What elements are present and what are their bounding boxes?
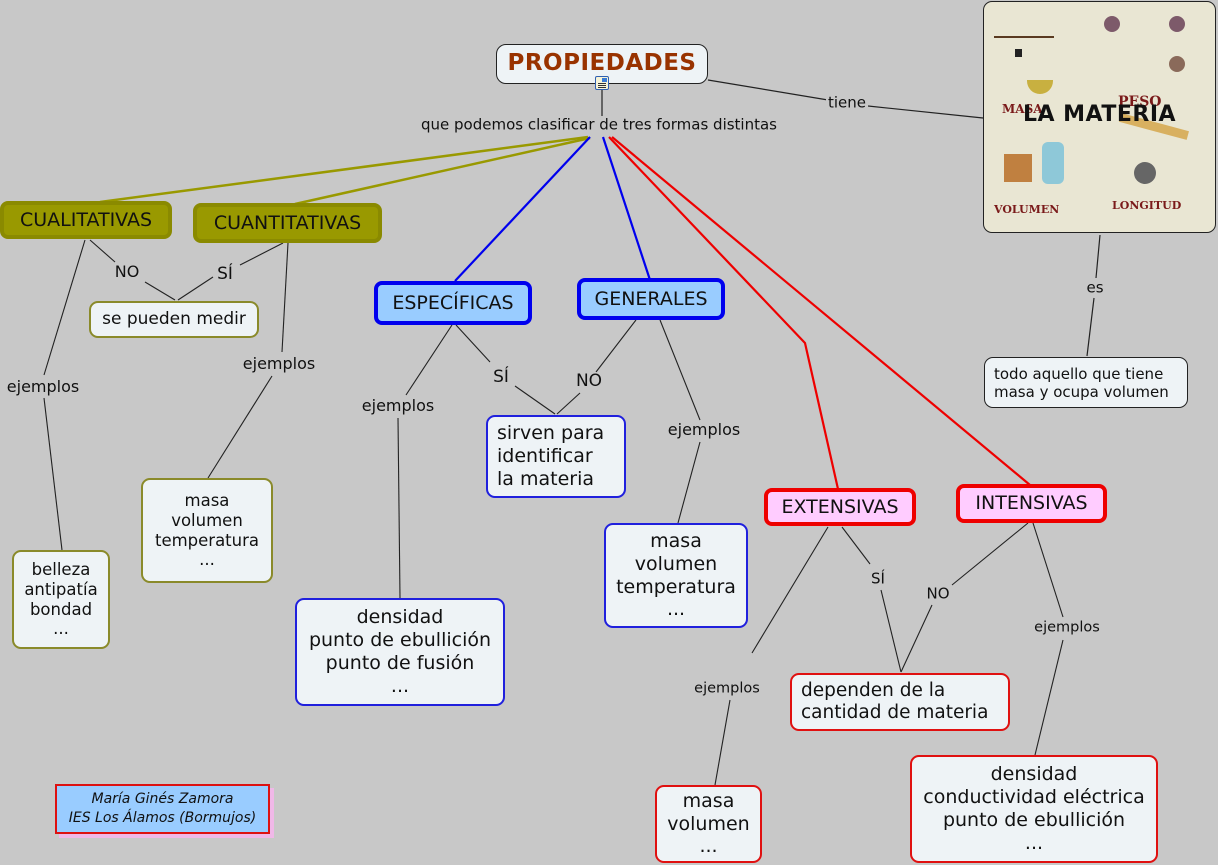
pulley-left (1104, 16, 1120, 32)
link-label-ejemplos: ejemplos (359, 395, 437, 416)
link-materia-to-es (1095, 234, 1101, 279)
examples-extensivas[interactable]: masa volumen ... (655, 785, 762, 863)
link-label-si: SÍ (869, 569, 887, 588)
link-phrase-to-especificas (454, 136, 591, 282)
materia-title: LA MATERIA (1022, 102, 1177, 127)
examples-cuantitativas[interactable]: masa volumen temperatura ... (141, 478, 273, 583)
pulley-lower (1169, 56, 1185, 72)
link-phrase-to-intensivas (611, 136, 1031, 486)
concept-dependen-cantidad[interactable]: dependen de la cantidad de materia (790, 673, 1010, 731)
examples-cualitativas[interactable]: belleza antipatía bondad ... (12, 550, 110, 649)
image-word-masa: MASA (1002, 102, 1043, 116)
concept-especificas[interactable]: ESPECÍFICAS (374, 281, 532, 325)
concept-definicion-materia[interactable]: todo aquello que tiene masa y ocupa volu… (984, 357, 1188, 408)
link-label-no: NO (924, 584, 952, 603)
cube-illustration (1004, 154, 1032, 182)
link-phrase-to-extensivas (608, 136, 840, 490)
balance-pan (1027, 80, 1053, 94)
image-word-longitud: LONGITUD (1112, 199, 1182, 212)
link-label-ejemplos: ejemplos (665, 419, 743, 440)
examples-generales[interactable]: masa volumen temperatura ... (604, 523, 748, 628)
link-label-si: SÍ (491, 367, 511, 388)
image-word-volumen: VOLUMEN (994, 203, 1060, 216)
concept-intensivas[interactable]: INTENSIVAS (956, 484, 1107, 523)
link-phrase-to-cuantitativas (294, 136, 591, 206)
link-phrase-to-generales (601, 136, 652, 281)
link-label-tiene: tiene (825, 93, 869, 112)
examples-especificas[interactable]: densidad punto de ebullición punto de fu… (295, 598, 505, 706)
link-label-no: NO (112, 261, 142, 282)
concept-sirven-para-identificar[interactable]: sirven para identificar la materia (486, 415, 626, 498)
link-tiene-to-materia (867, 105, 984, 119)
author-credit: María Ginés Zamora IES Los Álamos (Bormu… (55, 784, 270, 834)
tape-illustration (1134, 162, 1156, 184)
concept-cuantitativas[interactable]: CUANTITATIVAS (193, 203, 382, 243)
examples-intensivas[interactable]: densidad conductividad eléctrica punto d… (910, 755, 1158, 863)
link-label-es: es (1084, 278, 1106, 297)
concept-cualitativas[interactable]: CUALITATIVAS (0, 201, 172, 239)
link-es-to-definition (1086, 297, 1095, 357)
link-root-to-tiene (707, 79, 829, 101)
link-label-no: NO (573, 371, 605, 392)
document-image-icon[interactable] (595, 76, 609, 90)
link-label-clasificar: que podemos clasificar de tres formas di… (418, 115, 780, 134)
link-label-si: SÍ (215, 264, 235, 285)
link-label-ejemplos: ejemplos (692, 680, 762, 698)
image-word-peso: PESO (1118, 94, 1162, 110)
link-label-ejemplos: ejemplos (1032, 619, 1102, 637)
concept-la-materia-image[interactable]: MASA PESO VOLUMEN LONGITUD LA MATERIA (983, 1, 1216, 233)
link-label-ejemplos: ejemplos (240, 353, 318, 374)
scale-illustration (994, 36, 1054, 38)
bottle-illustration (1042, 142, 1064, 184)
pulley-right (1169, 16, 1185, 32)
concept-generales[interactable]: GENERALES (577, 278, 725, 320)
link-phrase-to-cualitativas (99, 135, 589, 204)
link-label-ejemplos: ejemplos (4, 376, 82, 397)
weight-block (1015, 49, 1022, 57)
concept-se-pueden-medir[interactable]: se pueden medir (89, 301, 259, 338)
concept-extensivas[interactable]: EXTENSIVAS (764, 488, 916, 526)
